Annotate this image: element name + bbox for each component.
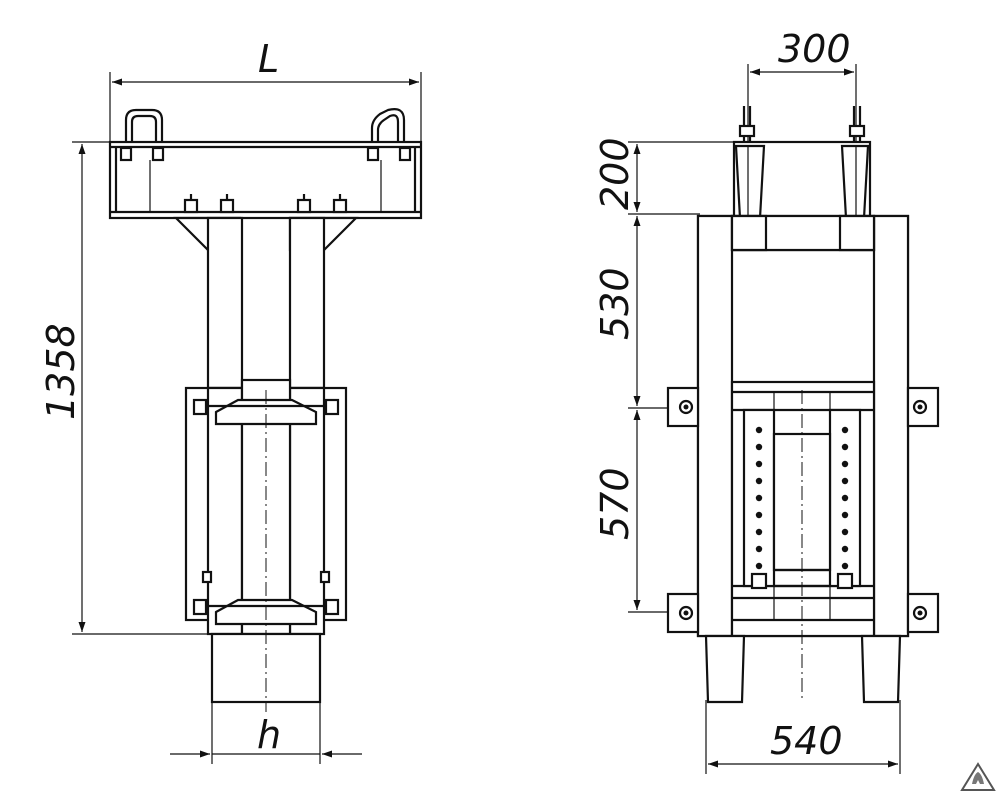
tray-bottom-bolts — [183, 194, 348, 214]
dimension-width-l: L — [109, 37, 422, 142]
dimension-top-width-300: 300 — [747, 27, 857, 142]
dimension-pipe-h: h — [170, 702, 362, 764]
mounting-tabs — [666, 386, 940, 634]
dimension-bottom-width-540: 540 — [705, 700, 901, 774]
tray-nuts — [119, 146, 412, 162]
side-legs — [704, 634, 902, 704]
front-view: L 1358 — [39, 37, 423, 764]
dimension-label-530: 530 — [593, 267, 637, 340]
perforation-holes — [755, 426, 849, 570]
dimension-height-530: 530 — [593, 216, 668, 409]
dimension-label-h: h — [257, 713, 281, 757]
dimension-label-l: L — [258, 37, 279, 81]
top-cradles — [732, 106, 872, 226]
dimension-label-540: 540 — [770, 719, 843, 763]
dimension-label-570: 570 — [593, 467, 637, 540]
dimension-height-570: 570 — [593, 410, 668, 613]
u-bolt-left — [124, 108, 164, 160]
side-view: 300 200 530 570 — [593, 27, 940, 774]
dimension-label-1358: 1358 — [39, 323, 83, 420]
dimension-height-200: 200 — [593, 137, 735, 215]
watermark-logo — [960, 762, 996, 791]
u-bolt-right — [370, 108, 406, 160]
dimension-height-1358: 1358 — [39, 141, 210, 635]
dimension-label-300: 300 — [778, 27, 851, 71]
tray-brackets — [173, 216, 359, 252]
pipe-section — [210, 390, 322, 712]
side-clamp-assembly — [730, 380, 876, 700]
dimension-label-200: 200 — [593, 137, 637, 210]
vertical-posts — [206, 216, 326, 390]
